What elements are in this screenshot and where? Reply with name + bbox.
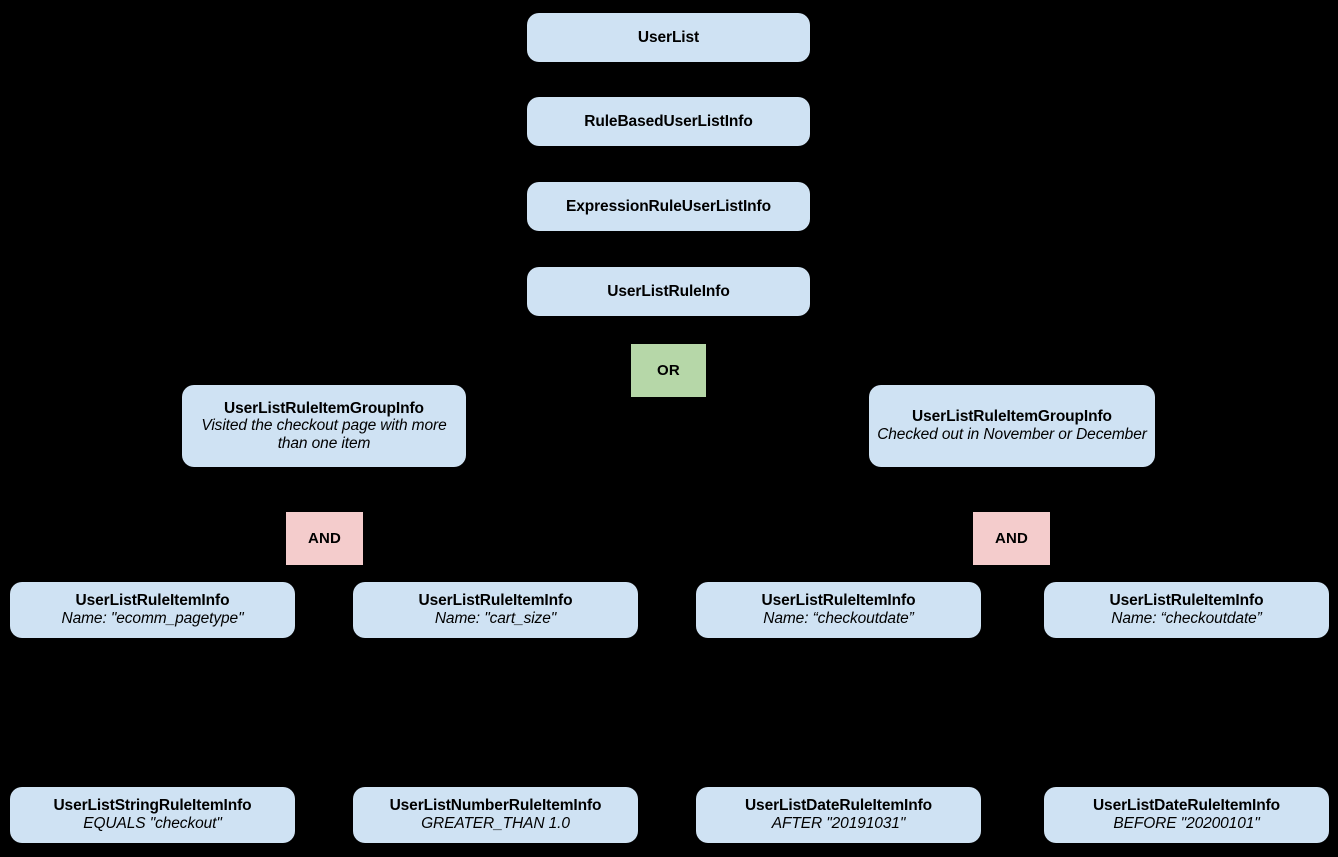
node-user-list[interactable]: UserList	[527, 13, 810, 62]
node-and-operator-right[interactable]: AND	[973, 512, 1050, 565]
node-expression-rule-user-list-info[interactable]: ExpressionRuleUserListInfo	[527, 182, 810, 231]
node-title: UserListNumberRuleItemInfo	[389, 797, 602, 815]
node-title: UserListRuleItemInfo	[1109, 592, 1264, 610]
node-title: AND	[307, 529, 342, 547]
node-title: UserListRuleItemInfo	[761, 592, 916, 610]
node-title: UserListRuleInfo	[607, 282, 730, 300]
node-title: OR	[657, 361, 680, 379]
node-or-operator[interactable]: OR	[631, 344, 706, 397]
node-rule-based-user-list-info[interactable]: RuleBasedUserListInfo	[527, 97, 810, 146]
node-subtitle: BEFORE "20200101"	[1113, 815, 1260, 832]
node-title: RuleBasedUserListInfo	[584, 112, 753, 130]
node-subtitle: Name: “checkoutdate”	[1111, 610, 1262, 627]
node-subtitle: EQUALS "checkout"	[83, 815, 222, 832]
node-title: UserListDateRuleItemInfo	[1092, 797, 1281, 815]
node-title: UserListRuleItemGroupInfo	[912, 408, 1112, 426]
node-subtitle: Name: "ecomm_pagetype"	[61, 610, 244, 627]
edge-and-operator-left-to-rule-item-ecomm-pagetype	[151, 564, 326, 576]
edge-and-operator-right-to-rule-item-checkoutdate-after	[837, 564, 1013, 576]
node-title: AND	[994, 529, 1029, 547]
node-and-operator-left[interactable]: AND	[286, 512, 363, 565]
edge-and-operator-right-to-rule-item-checkoutdate-before	[1010, 564, 1188, 576]
edge-group-info-right-to-and-operator-right	[1010, 466, 1013, 506]
node-subtitle: GREATER_THAN 1.0	[421, 815, 570, 832]
node-title: UserListRuleItemInfo	[75, 592, 230, 610]
edge-group-info-left-to-and-operator-left	[323, 466, 326, 506]
node-subtitle: Checked out in November or December	[877, 426, 1147, 443]
node-subtitle: AFTER "20191031"	[771, 815, 906, 832]
node-subtitle: Name: “checkoutdate”	[763, 610, 914, 627]
edge-and-operator-left-to-rule-item-cart-size	[323, 564, 497, 576]
node-user-list-rule-info[interactable]: UserListRuleInfo	[527, 267, 810, 316]
node-subtitle: Visited the checkout page with more than…	[201, 417, 447, 452]
node-title: ExpressionRuleUserListInfo	[566, 197, 771, 215]
node-title: UserListDateRuleItemInfo	[744, 797, 933, 815]
node-subtitle: Name: "cart_size"	[434, 610, 557, 627]
node-title: UserListRuleItemGroupInfo	[224, 399, 424, 417]
node-title: UserListStringRuleItemInfo	[53, 797, 252, 815]
node-title: UserListRuleItemInfo	[418, 592, 573, 610]
node-title: UserList	[637, 28, 700, 46]
